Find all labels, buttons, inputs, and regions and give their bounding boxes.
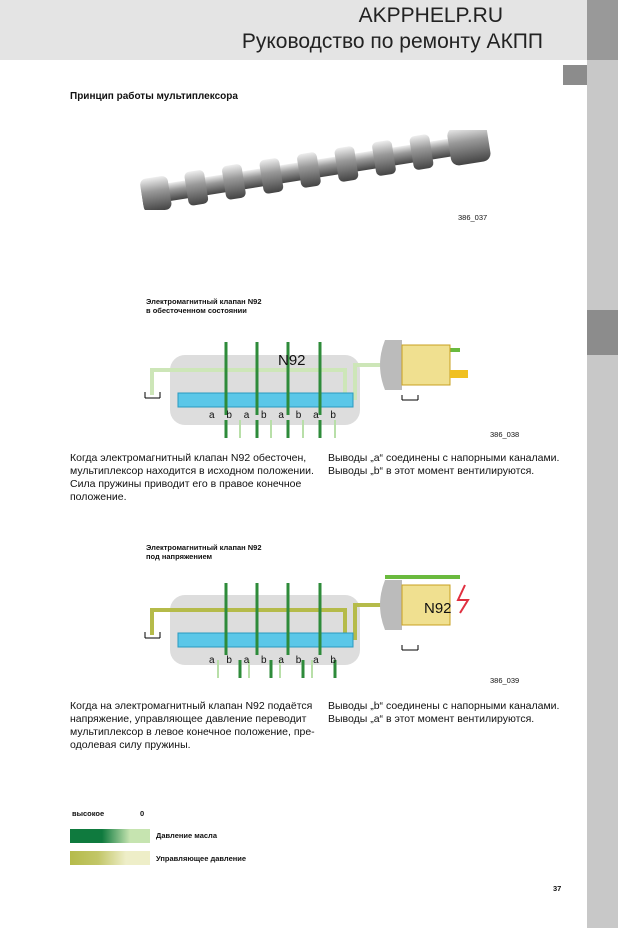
page-number: 37 [553, 884, 562, 893]
paragraph-1: Когда электромагнитный клапан N92 обесто… [70, 452, 314, 503]
side-marker-top [587, 0, 618, 60]
side-marker [563, 65, 587, 85]
page-header: AKPPHELP.RU Руководство по ремонту АКПП [0, 0, 587, 60]
control-pressure-swatch [70, 851, 150, 865]
section-title: Принцип работы мультиплексора [70, 91, 238, 102]
figure-code: 386_038 [490, 430, 520, 439]
spool-image [140, 130, 491, 210]
legend-control: Управляющее давление [156, 854, 247, 863]
multiplexer-diagram-energized [144, 575, 470, 678]
site-name: AKPPHELP.RU [358, 4, 503, 27]
oil-pressure-swatch [70, 829, 150, 843]
side-tab [587, 310, 618, 355]
valve-label: N92 [278, 352, 306, 369]
side-bar [587, 0, 618, 928]
valve-label: N92 [424, 600, 452, 617]
port-labels: a b a b a b a b [209, 410, 336, 421]
header-subtitle: Руководство по ремонту АКПП [241, 30, 543, 53]
paragraph-2: Когда на электромагнитный клапан N92 под… [70, 700, 315, 751]
legend-oil: Давление масла [156, 831, 217, 840]
port-labels: a b a b a b a b [209, 655, 336, 666]
paragraph-2-right: Выводы „b“ соединены с напорными каналам… [328, 700, 560, 725]
paragraph-1-right: Выводы „a“ соединены с напорными каналам… [328, 452, 560, 477]
figure-code: 386_037 [458, 213, 488, 222]
multiplexer-diagram-deenergized [144, 340, 468, 438]
legend-zero: 0 [140, 809, 145, 818]
legend-high: высокое [72, 809, 105, 818]
figure-code: 386_039 [490, 676, 520, 685]
